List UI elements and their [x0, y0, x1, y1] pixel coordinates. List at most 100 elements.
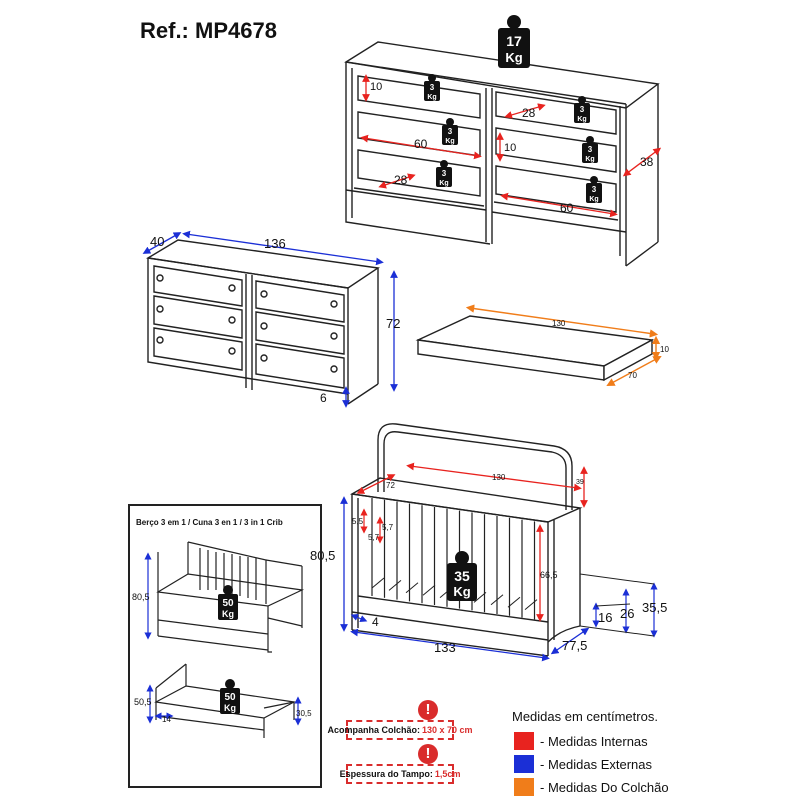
crib-base-slat — [388, 580, 402, 591]
svg-text:Kg: Kg — [585, 156, 594, 163]
label-dresser-foot: 6 — [320, 391, 327, 405]
crib-base-slat — [473, 592, 487, 603]
svg-text:Kg: Kg — [505, 50, 522, 65]
crib-slats — [371, 498, 536, 620]
dim-drawer-depth-right — [504, 103, 546, 119]
convertible-title: Berço 3 em 1 / Cuna 3 en 1 / 3 in 1 Crib — [136, 518, 283, 527]
dim-crib-inner-width — [356, 474, 396, 494]
svg-text:Kg: Kg — [222, 609, 234, 619]
svg-text:50: 50 — [222, 598, 234, 609]
label-drawer-width-left: 60 — [414, 137, 428, 151]
label-bed-low: 14 — [162, 715, 171, 724]
label-bed-foot: 30,5 — [296, 709, 312, 718]
note-top-label: Espessura do Tampo: — [339, 769, 433, 779]
label-mattress-length: 130 — [552, 319, 566, 328]
label-mattress-height: 10 — [660, 345, 669, 354]
label-crib-inner-length: 130 — [492, 473, 506, 482]
svg-text:3: 3 — [580, 105, 585, 114]
convertible-sofa-view — [156, 541, 305, 653]
dim-drawer-width-left — [360, 134, 482, 160]
label-dresser-height: 72 — [386, 316, 400, 331]
svg-text:Kg: Kg — [445, 138, 454, 145]
label-crib-drawer-h3: 35,5 — [642, 600, 667, 615]
weight-tag-crib: 35 Kg — [447, 551, 477, 601]
dresser-closed-view — [145, 239, 380, 405]
legend-swatch — [514, 755, 534, 773]
legend-label: - Medidas Internas — [540, 733, 648, 749]
label-crib-inner-height: 66,5 — [540, 570, 558, 580]
legend-title: Medidas em centímetros. — [512, 709, 658, 724]
svg-text:35: 35 — [454, 568, 470, 584]
warning-icon: ! — [418, 744, 438, 764]
crib-view — [349, 423, 583, 657]
legend-item-external: - Medidas Externas — [512, 755, 792, 773]
warning-icon: ! — [418, 700, 438, 720]
crib-base-slat — [371, 577, 385, 589]
dim-dresser-depth — [142, 232, 182, 254]
label-crib-base: 4 — [372, 615, 379, 629]
dim-mattress-width — [606, 355, 662, 387]
legend-label: - Medidas Externas — [540, 756, 652, 772]
dim-dresser-side-depth — [622, 147, 662, 177]
svg-text:50: 50 — [224, 692, 236, 703]
label-drawer-height-right: 10 — [504, 142, 516, 154]
label-crib-slat-gap-a: 5,5 — [352, 517, 364, 526]
svg-text:3: 3 — [430, 83, 435, 92]
label-dresser-side-depth: 38 — [640, 155, 654, 169]
svg-text:Kg: Kg — [589, 196, 598, 203]
svg-text:Kg: Kg — [439, 180, 448, 187]
dim-crib-length — [350, 628, 550, 662]
label-drawer-width-right: 60 — [560, 201, 574, 215]
svg-text:Kg: Kg — [427, 94, 436, 101]
label-crib-total-height: 80,5 — [310, 548, 335, 563]
label-dresser-width: 136 — [264, 236, 286, 251]
legend-swatch — [514, 732, 534, 750]
dim-mattress-length — [465, 304, 659, 338]
svg-text:3: 3 — [592, 185, 597, 194]
dim-crib-inner-length — [406, 462, 582, 492]
note-top-thickness: Espessura do Tampo:1,5cm — [340, 764, 460, 784]
label-crib-slat-gap-b: 5,7 — [382, 523, 394, 532]
crib-base-slat — [405, 582, 419, 594]
crib-base-slat — [524, 599, 538, 610]
label-bed-height: 50,5 — [134, 697, 152, 707]
label-crib-slat-gap-c: 5,7 — [368, 533, 380, 542]
label-crib-drawer-h: 16 — [598, 610, 612, 625]
legend: Medidas em centímetros. - Medidas Intern… — [512, 708, 792, 801]
weight-tag-top: 17 Kg — [498, 15, 530, 68]
weight-tag-sofa: 50 Kg — [218, 585, 238, 620]
label-dresser-depth: 40 — [150, 234, 164, 249]
note-top-value: 1,5cm — [434, 769, 461, 779]
svg-text:17: 17 — [506, 33, 522, 49]
label-drawer-height: 10 — [370, 81, 382, 93]
label-sofa-height: 80,5 — [132, 592, 150, 602]
weight-tag-drawer: 3Kg — [436, 160, 452, 187]
legend-swatch — [514, 778, 534, 796]
crib-drawer-extension — [579, 573, 655, 637]
svg-text:Kg: Kg — [453, 584, 470, 599]
weight-tag-drawer: 3Kg — [442, 118, 458, 145]
dim-dresser-width — [182, 230, 384, 266]
svg-text:3: 3 — [442, 169, 447, 178]
crib-base-slat — [507, 596, 521, 608]
note-mattress-value: 130 x 70 cm — [421, 725, 473, 735]
legend-item-internal: - Medidas Internas — [512, 732, 792, 750]
note-mattress: Acompanha Colchão:130 x 70 cm — [327, 720, 473, 740]
weight-tag-drawer: 3Kg — [574, 96, 590, 123]
svg-text:Kg: Kg — [577, 116, 586, 123]
label-mattress-width: 70 — [628, 371, 637, 380]
dim-drawer-width-right — [500, 192, 618, 218]
label-crib-drawer-h2: 26 — [620, 606, 634, 621]
dim-crib-base — [350, 613, 368, 623]
mattress-view — [415, 315, 655, 382]
weight-tag-drawer: 3Kg — [582, 136, 598, 163]
convertible-crib-panel: Berço 3 em 1 / Cuna 3 en 1 / 3 in 1 Crib — [128, 504, 322, 788]
svg-text:Kg: Kg — [224, 703, 236, 713]
dresser-open-view — [344, 41, 660, 267]
crib-base-grid — [371, 577, 538, 610]
legend-item-mattress: - Medidas Do Colchão — [512, 778, 792, 796]
crib-base-slat — [490, 594, 504, 606]
weight-tag-drawer: 3Kg — [586, 176, 602, 203]
